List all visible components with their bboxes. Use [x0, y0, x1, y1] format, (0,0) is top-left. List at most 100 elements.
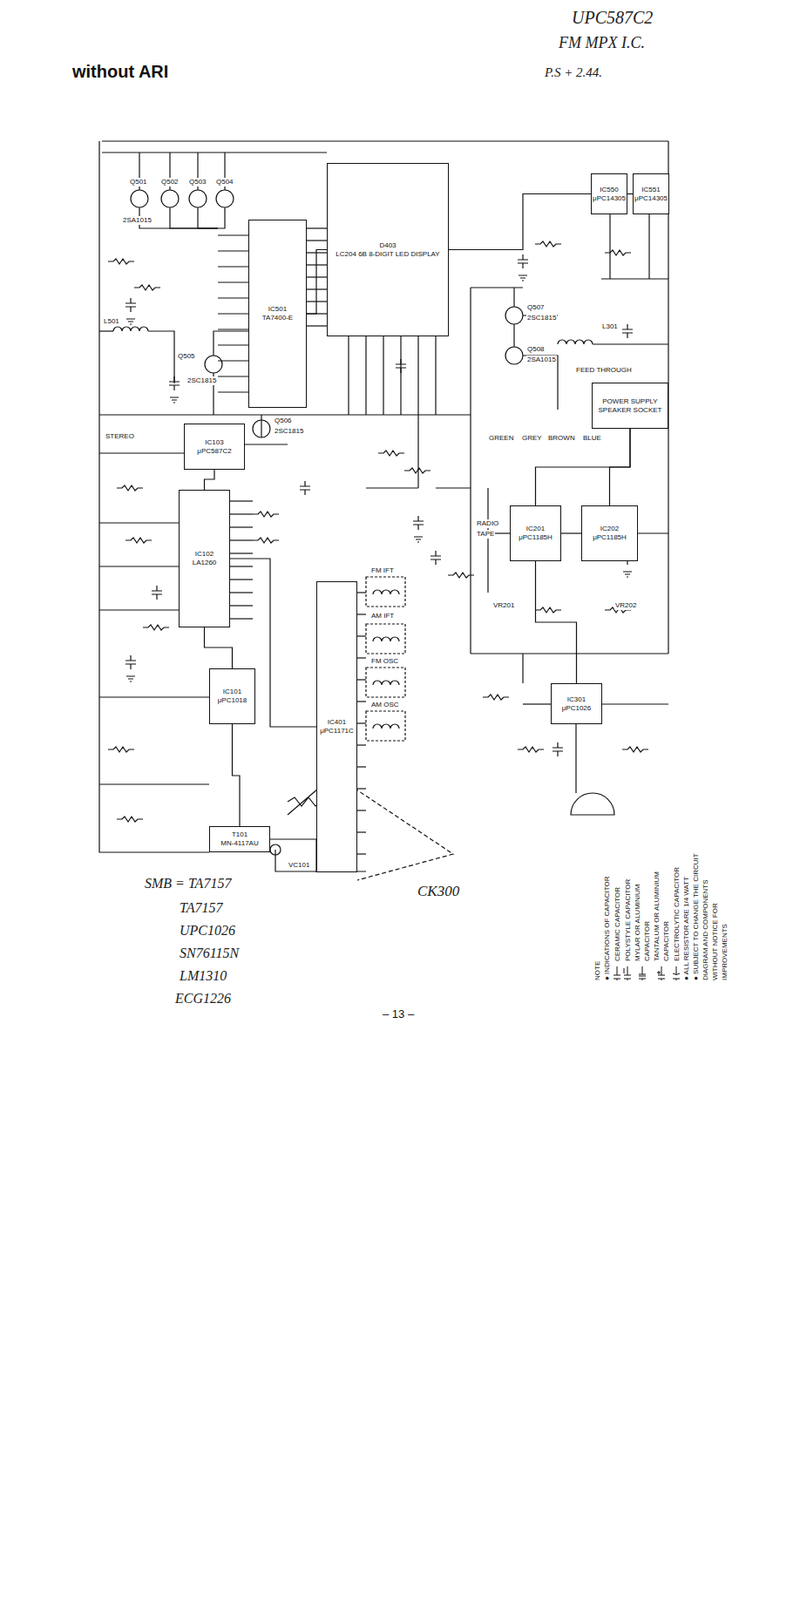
- part-reference: POWER SUPPLY SPEAKER SOCKET: [595, 397, 665, 415]
- wire: [602, 703, 669, 705]
- capacitor-symbol: [299, 481, 311, 495]
- part-number: μPC14305: [592, 194, 626, 204]
- wire: [382, 336, 384, 415]
- part-reference: IC501: [268, 305, 287, 314]
- resistor-symbol: [125, 537, 152, 543]
- wire: [357, 635, 367, 637]
- ic-box: IC551μPC14305: [632, 173, 670, 215]
- handwritten-note: TA7157: [178, 899, 224, 917]
- wire: [217, 344, 249, 346]
- ic-box: IC102LA1260: [178, 489, 231, 628]
- wire: [637, 532, 669, 534]
- component-label: Q503: [188, 177, 208, 187]
- component-label: BLUE: [582, 433, 603, 443]
- dashed-tuning-link: [348, 784, 454, 881]
- wire: [217, 375, 249, 377]
- ground-symbol: [623, 571, 632, 577]
- capacitor-legend-symbol-path: [623, 966, 631, 981]
- ic-box: IC101μPC1018: [209, 668, 256, 725]
- ift-can: [366, 711, 406, 741]
- part-reference: IC551: [641, 185, 660, 195]
- note-text: ● INDICATIONS OF CAPACITOR: [602, 849, 612, 981]
- resistor-symbol: [378, 450, 405, 456]
- capacitor-legend-symbol: [656, 964, 667, 981]
- wire: [217, 265, 249, 267]
- component-label: 2SA1015: [122, 216, 153, 225]
- component-label: GREY: [521, 433, 543, 443]
- signal-wire: [204, 627, 233, 669]
- wire: [230, 552, 253, 554]
- capacitor-symbol: [395, 359, 407, 373]
- resistor-symbol: [108, 258, 135, 265]
- wire: [244, 443, 288, 445]
- wire: [217, 250, 249, 251]
- wire: [648, 214, 650, 279]
- coil-symbol: [372, 680, 400, 685]
- ground-symbol: [169, 397, 179, 403]
- handwritten-note: UPC587C2: [570, 6, 654, 29]
- component-label: 2SC1815: [186, 376, 217, 386]
- component-label: 2SA1015: [526, 355, 557, 365]
- handwritten-note: CK300: [416, 881, 461, 901]
- wire: [400, 336, 401, 415]
- wires: [99, 141, 669, 881]
- wire: [230, 565, 253, 567]
- transistor-symbol: [270, 844, 281, 855]
- part-reference: IC202: [600, 524, 619, 534]
- wire: [357, 809, 367, 811]
- resistor-symbol: [622, 746, 649, 753]
- legend-row: CERAMIC CAPACITOR: [611, 849, 623, 981]
- wire: [601, 277, 669, 279]
- wire: [99, 141, 210, 853]
- wire: [101, 151, 327, 153]
- wire: [101, 140, 669, 142]
- capacitor-legend-symbol: [671, 964, 682, 981]
- legend-row: MYLAR OR ALUMINIUM CAPACITOR: [632, 849, 652, 981]
- wire: [513, 324, 515, 347]
- coil-symbol: [372, 724, 400, 729]
- wire: [230, 604, 253, 606]
- wire: [99, 565, 179, 567]
- part-number: μPC14305: [634, 194, 668, 204]
- wire: [217, 297, 249, 299]
- transistor-symbol: [252, 420, 271, 438]
- part-reference: T101: [231, 830, 248, 840]
- page-title: without ARI: [71, 61, 170, 82]
- resistor-symbol: [142, 624, 170, 631]
- resistor-symbol: [252, 537, 279, 543]
- component-label: Q506: [273, 416, 293, 426]
- coil-symbol: [372, 589, 400, 595]
- transistor-symbol: [505, 306, 523, 325]
- ift-can: [366, 623, 406, 654]
- capacitor-legend-symbol: [637, 964, 648, 981]
- component-label: Q502: [160, 177, 180, 187]
- wire: [99, 609, 179, 611]
- capacitor-symbol: [169, 376, 180, 391]
- wire: [357, 831, 367, 833]
- wire: [357, 591, 367, 593]
- signal-wire: [306, 250, 327, 315]
- capacitor-legend-symbol-path: [638, 966, 646, 981]
- component-label: AM IFT: [370, 611, 395, 621]
- wire: [561, 532, 582, 534]
- component-label: L301: [601, 322, 619, 332]
- wire: [434, 336, 436, 415]
- ic-box: IC202μPC1185H: [581, 505, 638, 562]
- signal-wire: [230, 558, 317, 727]
- wire: [197, 207, 218, 229]
- capacitor-symbol: [413, 515, 424, 530]
- capacitor-symbol: [552, 742, 563, 757]
- capacitor-legend-symbol-path: [613, 966, 621, 981]
- signal-wire: [232, 724, 241, 827]
- ic-box: IC401μPC1171C: [316, 581, 358, 873]
- handwritten-note: P.S + 2.44.: [543, 64, 604, 82]
- wire: [357, 722, 367, 724]
- led-symbol: [570, 793, 615, 815]
- resistor-symbol: [535, 607, 562, 613]
- wire: [667, 141, 669, 654]
- component-label: 2SC1815: [526, 313, 557, 323]
- capacitor-symbol: [125, 655, 136, 670]
- variable-resistor: [287, 788, 323, 815]
